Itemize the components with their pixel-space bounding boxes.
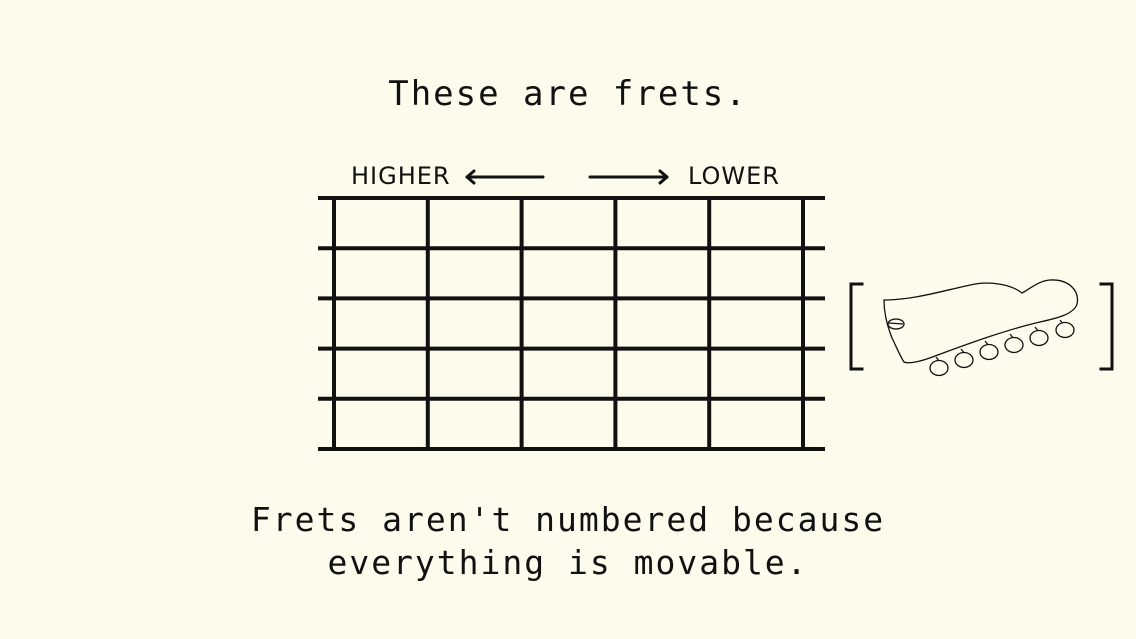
arrow-right-icon [588, 169, 669, 185]
caption-line-1: Frets aren't numbered because [250, 500, 886, 539]
left-bracket [849, 282, 864, 371]
fretboard-grid [318, 196, 825, 451]
lower-label: LOWER [688, 162, 780, 190]
caption-line-2: everything is movable. [327, 543, 809, 582]
right-bracket [1099, 282, 1114, 371]
caption: Frets aren't numbered because everything… [0, 498, 1136, 584]
page-title: These are frets. [388, 74, 748, 114]
guitar-headstock-icon [849, 279, 1114, 377]
arrow-left-icon [465, 169, 545, 185]
higher-label: HIGHER [351, 162, 451, 190]
